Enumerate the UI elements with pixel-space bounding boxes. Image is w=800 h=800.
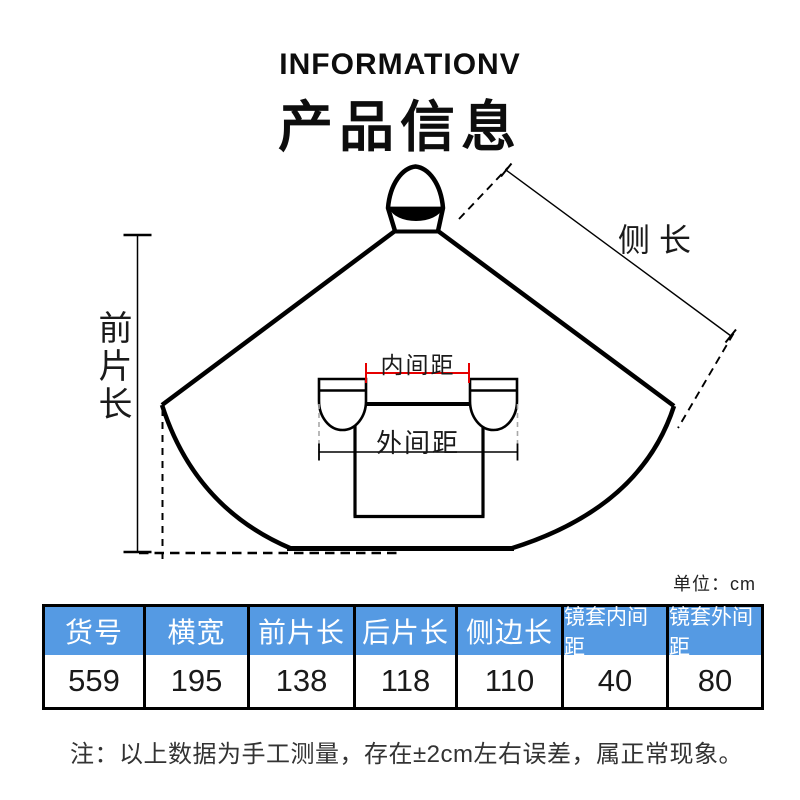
hood-opening-shade [389,208,443,222]
col-header-item-no: 货号 [45,607,143,655]
side-length-label: 侧长 [618,222,701,258]
col-header-back-length: 后片长 [353,607,455,655]
outer-spacing-dimension [318,404,519,461]
value-front-length: 138 [247,655,353,707]
value-mirror-inner: 40 [561,655,666,707]
front-length-label: 前片长 [93,310,131,424]
col-header-width: 横宽 [143,607,247,655]
col-header-front-length: 前片长 [247,607,353,655]
note-text: 注：以上数据为手工测量，存在±2cm左右误差，属正常现象。 [70,741,744,768]
spec-table: 货号 横宽 前片长 后片长 侧边长 镜套内间距 镜套外间距 559 195 13… [42,604,764,710]
inner-spacing-dimension [365,363,470,383]
hood [385,164,446,234]
dashed-extension-lines [139,409,398,560]
value-mirror-outer: 80 [666,655,761,707]
col-header-mirror-outer: 镜套外间距 [666,606,761,659]
value-width: 195 [143,655,247,707]
unit-label: 单位：cm [673,574,756,594]
col-header-side-length: 侧边长 [455,607,561,655]
poncho-outline [159,229,677,551]
page-title-en: INFORMATIONV [279,48,521,81]
value-item-no: 559 [45,655,143,707]
col-header-mirror-inner: 镜套内间距 [561,606,666,659]
seat-rectangle-sides [353,420,485,517]
value-back-length: 118 [353,655,455,707]
outer-spacing-label: 外间距 [375,428,460,458]
side-length-dimension [458,162,737,429]
page-title-zh: 产品信息 [277,96,522,158]
value-side-length: 110 [455,655,561,707]
inner-spacing-label: 内间距 [380,352,456,378]
mirror-covers [317,377,519,432]
